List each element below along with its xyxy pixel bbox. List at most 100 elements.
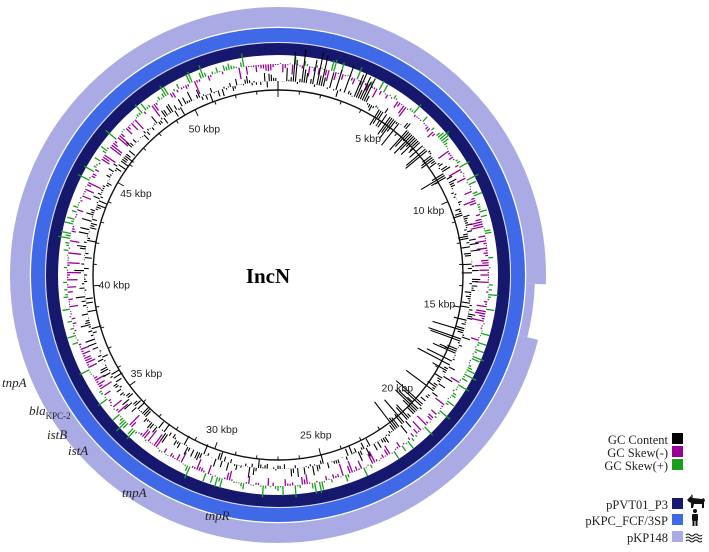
gc-skew-bar — [117, 137, 129, 147]
minor-tick — [107, 201, 112, 204]
gc-skew-bar — [456, 177, 466, 184]
gc-skew-bar — [451, 394, 456, 399]
gc-content-bar — [168, 432, 172, 437]
gc-skew-bar — [93, 376, 98, 379]
gc-skew-bar — [476, 304, 487, 308]
gc-content-bar — [438, 383, 446, 389]
gc-skew-bar — [79, 369, 90, 376]
gc-content-bar — [429, 162, 437, 168]
gc-skew-bar — [393, 101, 399, 108]
person-icon — [692, 509, 698, 526]
gc-skew-bar — [105, 129, 117, 140]
gc-content-bar — [186, 91, 193, 102]
gc-content-bar — [452, 358, 455, 361]
gc-skew-bar — [463, 175, 465, 178]
gc-skew-bar — [347, 460, 354, 473]
gc-content-bar — [85, 297, 93, 300]
gc-skew-bar — [102, 156, 110, 162]
gc-skew-bar — [367, 453, 374, 464]
gc-skew-bar — [79, 197, 82, 199]
gc-skew-bar — [407, 440, 415, 449]
gc-skew-bar — [70, 327, 75, 330]
gc-skew-bar — [98, 390, 103, 394]
gc-content-bar — [81, 300, 86, 303]
major-tick — [375, 120, 381, 127]
minor-tick — [158, 413, 162, 418]
gc-skew-bar — [138, 112, 141, 116]
gc-skew-bar — [333, 59, 338, 72]
gc-skew-bar — [294, 485, 297, 498]
gc-skew-bar — [71, 228, 75, 230]
gc-skew-bar — [425, 126, 429, 130]
gc-skew-bar — [452, 389, 455, 392]
legend-swatch-gc-skew-neg — [672, 446, 683, 457]
gc-skew-bar — [437, 412, 441, 415]
gc-content-bar — [115, 167, 122, 173]
gc-skew-bar — [346, 465, 351, 474]
gc-content-bar — [132, 139, 137, 143]
gc-content-bar — [463, 217, 468, 220]
gc-skew-bar — [441, 405, 444, 408]
gc-skew-bar — [196, 459, 202, 470]
ring-pkp148-partial — [517, 283, 535, 338]
gc-content-bar — [457, 341, 460, 344]
gc-content-bar — [453, 196, 456, 199]
gc-skew-bar — [88, 176, 91, 179]
gc-content-bar — [382, 437, 387, 443]
gc-skew-bar — [123, 128, 125, 131]
gc-skew-bar — [125, 127, 133, 135]
gc-skew-bar — [422, 428, 424, 430]
gc-content-bar — [434, 372, 443, 379]
gc-content-bar — [102, 354, 109, 358]
gc-skew-bar — [94, 374, 106, 382]
gc-skew-bar — [396, 102, 401, 107]
gc-skew-bar — [391, 452, 394, 454]
gc-content-bar — [464, 222, 469, 224]
gc-skew-bar — [447, 152, 451, 155]
water-waves-icon — [685, 533, 703, 543]
gc-skew-bar — [200, 467, 204, 472]
gc-skew-bar — [175, 83, 180, 90]
gc-skew-bar — [87, 184, 92, 188]
gc-skew-bar — [227, 63, 230, 70]
gc-content-bar — [463, 233, 468, 236]
gc-content-bar — [100, 196, 104, 199]
gc-content-bar — [318, 464, 321, 470]
gc-content-bar — [97, 354, 102, 358]
gene-label-tnpr: tnpR — [205, 508, 230, 523]
gc-skew-bar — [261, 485, 264, 498]
gc-content-bar — [405, 150, 428, 169]
tick-label: 20 kbp — [382, 383, 414, 395]
gc-skew-bar — [96, 380, 99, 384]
gene-label-bla-kpc-2: blaKPC-2 — [29, 403, 71, 421]
tick-label: 45 kbp — [120, 188, 152, 200]
gc-skew-bar — [393, 94, 397, 100]
gc-skew-bar — [358, 468, 360, 470]
gc-content-bar — [130, 142, 134, 147]
gc-content-bar — [109, 174, 112, 176]
gc-skew-bar — [77, 173, 90, 181]
gc-content-bar — [384, 108, 389, 114]
gc-skew-bar — [140, 103, 147, 111]
gc-skew-bar — [400, 103, 403, 106]
gc-skew-bar — [338, 463, 344, 476]
gc-content-bar — [110, 375, 113, 379]
gc-skew-bar — [255, 65, 258, 73]
gc-skew-bar — [155, 439, 162, 448]
gc-skew-bar — [138, 432, 140, 434]
gc-content-bar — [122, 398, 130, 406]
gc-skew-bar — [71, 210, 77, 213]
gc-skew-bar — [325, 70, 330, 82]
tick-label: 25 kbp — [300, 430, 332, 442]
gc-skew-bar — [193, 80, 201, 95]
gc-content-bar — [209, 87, 213, 93]
gc-skew-bar — [64, 221, 74, 225]
gc-skew-bar — [72, 332, 76, 335]
gc-skew-bar — [380, 457, 382, 460]
gc-skew-bar — [484, 231, 492, 235]
gc-skew-bar — [245, 66, 249, 75]
legend-label-gc-content: GC Content — [608, 433, 669, 447]
gc-content-bar — [384, 436, 390, 443]
gc-skew-bar — [67, 286, 77, 288]
gc-skew-bar — [222, 65, 226, 72]
